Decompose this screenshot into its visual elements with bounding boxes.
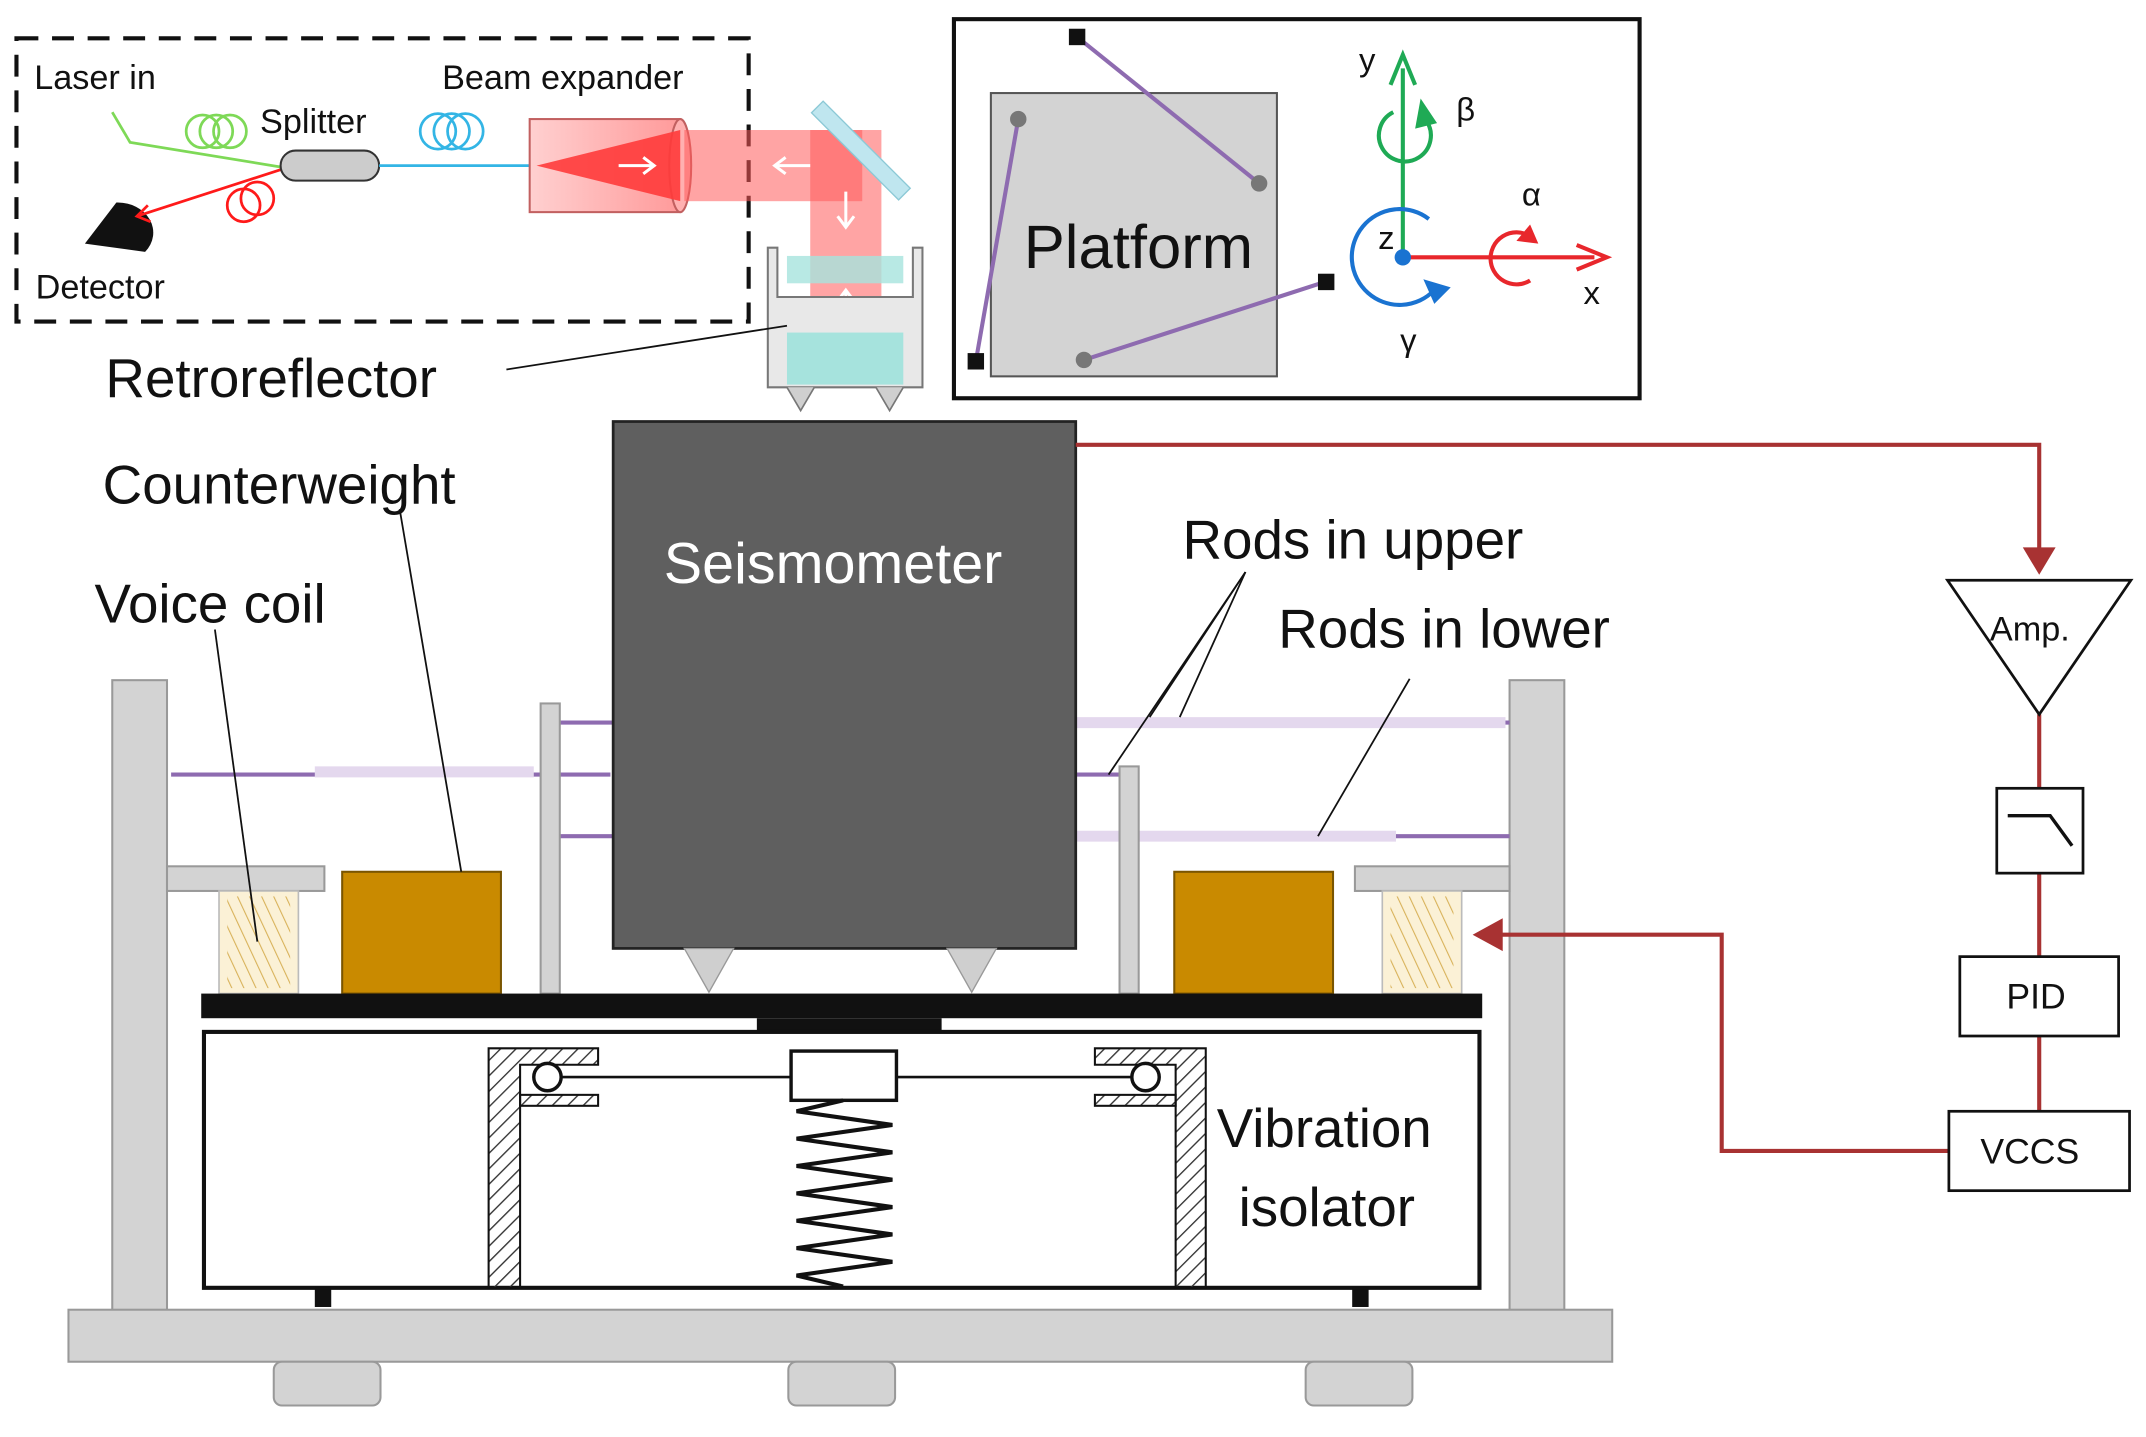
seismometer-label: Seismometer	[664, 532, 1003, 596]
vccs-label: VCCS	[1980, 1131, 2079, 1171]
splitter	[279, 149, 381, 182]
rods-lower-label: Rods in lower	[1278, 597, 1610, 659]
rot-gamma-label: γ	[1400, 322, 1417, 359]
voice-coil-right	[1381, 890, 1463, 995]
pid-label: PID	[2006, 977, 2065, 1017]
outer-frame	[67, 679, 1614, 1407]
retroreflector-leader	[506, 324, 788, 371]
seismometer	[611, 420, 1078, 994]
leader-lines	[214, 508, 1411, 942]
laser-in-fiber	[111, 111, 281, 169]
rot-beta-label: β	[1456, 90, 1475, 127]
splitter-fiber	[379, 112, 530, 167]
vccs-block	[1947, 1109, 2131, 1193]
inner-posts	[539, 702, 1140, 995]
retroreflector-label: Retroreflector	[105, 347, 437, 409]
amp-block	[1944, 578, 2134, 717]
spring-icon	[796, 1098, 893, 1289]
axes-icon	[1349, 49, 1613, 307]
detector-icon	[84, 202, 154, 252]
laser-in-label: Laser in	[34, 59, 156, 97]
counterweight-left	[341, 870, 502, 995]
axis-x-label: x	[1583, 274, 1600, 311]
mirror	[810, 100, 912, 201]
beam-expander-label: Beam expander	[442, 59, 683, 97]
vibration-label-1: Vibration	[1217, 1097, 1432, 1159]
amp-label: Amp.	[1990, 610, 2070, 648]
lowpass-filter-icon	[1995, 786, 2085, 875]
detector-fiber	[134, 168, 282, 224]
platform-plate	[201, 993, 1483, 1019]
counterweight-right	[1173, 870, 1335, 995]
amp-input-arrowhead	[2022, 547, 2056, 575]
axis-z-label: z	[1378, 219, 1394, 256]
axis-y-label: y	[1359, 41, 1376, 78]
coil-drive-arrowhead	[1472, 918, 1503, 952]
rods-upper-label: Rods in upper	[1182, 508, 1523, 570]
counterweight-label: Counterweight	[103, 454, 456, 516]
platform-label: Platform	[1024, 213, 1253, 282]
feedback-wires	[1075, 442, 2042, 1154]
vibration-isolator	[201, 1029, 1482, 1307]
rot-alpha-label: α	[1522, 175, 1541, 212]
retroreflector	[766, 246, 924, 413]
beam-expander	[528, 118, 693, 214]
platform-inset	[951, 17, 1642, 401]
splitter-label: Splitter	[260, 103, 366, 141]
pid-block	[1958, 955, 2120, 1038]
detector-label: Detector	[36, 268, 165, 306]
voice-coil-left	[218, 890, 300, 995]
vibration-label-2: isolator	[1239, 1176, 1415, 1238]
voice-coil-label: Voice coil	[94, 573, 325, 635]
